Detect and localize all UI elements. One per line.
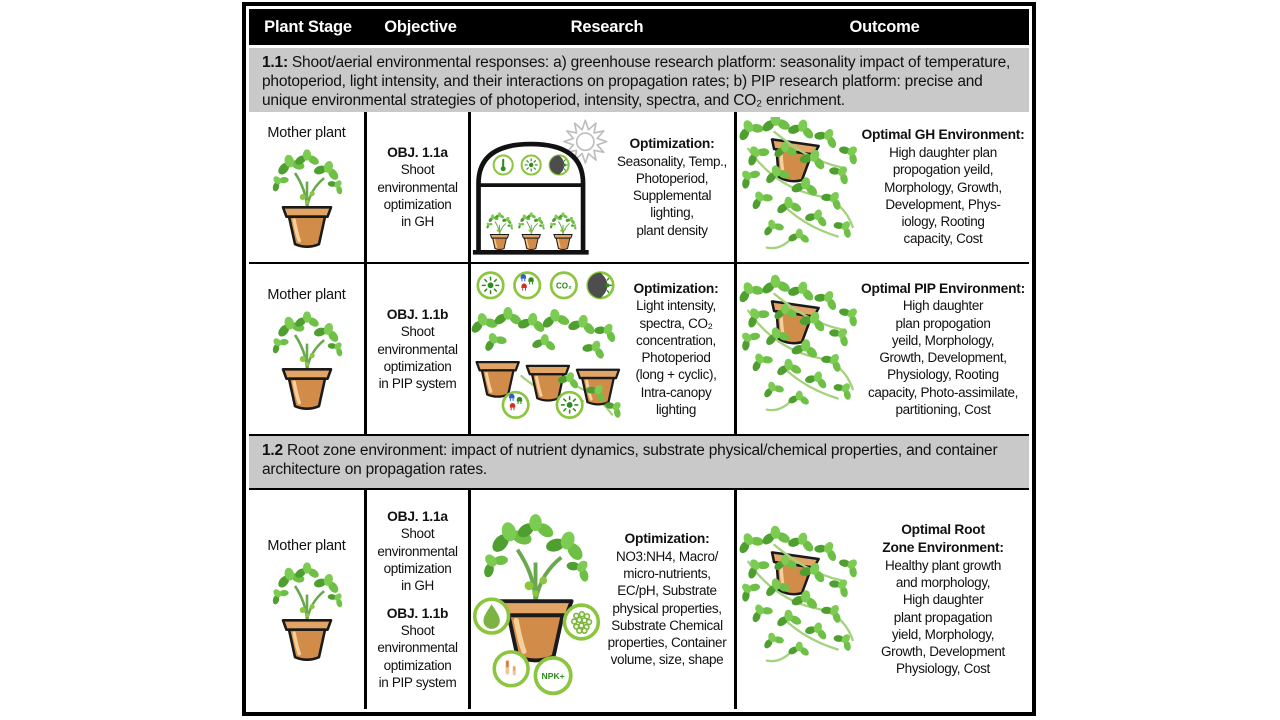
section-1-2-number: 1.2 — [262, 442, 283, 459]
ec-ph-probe-icon — [494, 651, 528, 685]
section-1-1-number: 1.1: — [262, 54, 288, 71]
objective-block-r1: OBJ. 1.1a Shoot environmental optimizati… — [377, 144, 458, 231]
co2-icon: CO₂ — [549, 271, 578, 300]
objective-title-r3b: OBJ. 1.1b — [386, 605, 449, 621]
stage-label-r2: Mother plant — [267, 287, 346, 303]
research-body-r3: NO3:NH4, Macro/ micro-nutrients, EC/pH, … — [607, 548, 727, 668]
cell-stage-r1: Mother plant — [249, 112, 364, 262]
outcome-body-r3: Healthy plant growth and morphology, Hig… — [881, 557, 1005, 677]
outcome-body-r1: High daughter plan propogation yeild, Mo… — [884, 145, 1002, 247]
mother-plant-illustration — [264, 556, 350, 664]
cell-research-r3: NPK+ Optimization: NO3:NH4, Macro/ micro… — [468, 490, 734, 709]
outcome-text-r3: Optimal Root Zone Environment: Healthy p… — [861, 519, 1029, 679]
pip-system-illustration: CO₂ — [471, 268, 621, 430]
cell-objective-r2: OBJ. 1.1b Shoot environmental optimizati… — [364, 264, 468, 434]
column-header-research: Research — [570, 17, 644, 36]
cell-objective-r3: OBJ. 1.1a Shoot environmental optimizati… — [364, 490, 468, 709]
daughter-plants-illustration-r3 — [737, 525, 863, 675]
cell-outcome-r1: Optimal GH Environment: High daughter pl… — [734, 112, 1029, 262]
table-row-obj-1-1b: Mother plant OBJ. 1.1b Shoot environment… — [249, 262, 1029, 434]
objective-block-r3a: OBJ. 1.1a Shoot environmental optimizati… — [377, 508, 458, 595]
column-header-objective: Objective — [384, 17, 457, 36]
npk-nutrients-icon: NPK+ — [533, 655, 573, 695]
outcome-title-r1: Optimal GH Environment: — [861, 127, 1025, 143]
cell-stage-r3: Mother plant — [249, 490, 364, 709]
objective-body-r3b: Shoot environmental optimization in PIP … — [377, 623, 458, 690]
research-title-r1: Optimization: — [629, 136, 715, 151]
table-row-obj-1-1a: Mother plant OBJ. 1.1a Shoot environment… — [249, 112, 1029, 262]
section-1-1-banner: 1.1:Shoot/aerial environmental responses… — [249, 45, 1029, 112]
mother-plant-illustration — [264, 305, 350, 413]
research-title-r3: Optimization: — [624, 531, 710, 547]
research-text-r1: Optimization: Seasonality, Temp., Photop… — [613, 133, 734, 241]
mother-plant-illustration — [264, 143, 350, 251]
table-header-row: Plant Stage Objective Research Outcome — [249, 9, 1029, 45]
section-1-1-description: Shoot/aerial environmental responses: a)… — [262, 54, 1011, 110]
svg-text:CO₂: CO₂ — [556, 281, 572, 290]
led-spectra-icon — [503, 392, 528, 417]
section-1-2-description: Root zone environment: impact of nutrien… — [262, 442, 998, 479]
objective-body-r1: Shoot environmental optimization in GH — [377, 162, 458, 230]
objective-block-r2: OBJ. 1.1b Shoot environmental optimizati… — [377, 306, 458, 393]
photoperiod-icon — [588, 273, 613, 298]
cell-research-r1: Optimization: Seasonality, Temp., Photop… — [468, 112, 734, 262]
greenhouse-illustration — [471, 117, 613, 257]
research-body-r2: Light intensity, spectra, CO₂ concentrat… — [635, 298, 717, 417]
daughter-plants-illustration-r2 — [737, 274, 863, 424]
stage-label-r3: Mother plant — [267, 537, 346, 554]
objective-block-r3b: OBJ. 1.1b Shoot environmental optimizati… — [377, 605, 458, 692]
research-plan-table: Plant Stage Objective Research Outcome 1… — [242, 2, 1036, 716]
section-1-1-text: 1.1:Shoot/aerial environmental responses… — [262, 53, 1019, 111]
root-zone-illustration: NPK+ — [471, 500, 603, 700]
objective-body-r2: Shoot environmental optimization in PIP … — [377, 324, 458, 392]
research-body-r1: Seasonality, Temp., Photoperiod, Supplem… — [617, 153, 727, 238]
outcome-title-r2: Optimal PIP Environment: — [861, 280, 1025, 296]
cell-stage-r2: Mother plant — [249, 264, 364, 434]
water-droplet-icon — [475, 599, 509, 633]
research-text-r2: Optimization: Light intensity, spectra, … — [621, 278, 734, 421]
cell-outcome-r3: Optimal Root Zone Environment: Healthy p… — [734, 490, 1029, 709]
svg-text:NPK+: NPK+ — [542, 670, 565, 680]
objective-title-r3a: OBJ. 1.1a — [387, 508, 448, 524]
light-intensity-icon — [557, 392, 582, 417]
light-intensity-icon — [478, 273, 503, 298]
outcome-text-r1: Optimal GH Environment: High daughter pl… — [861, 124, 1029, 249]
column-header-outcome: Outcome — [849, 17, 920, 36]
cell-outcome-r2: Optimal PIP Environment: High daughter p… — [734, 264, 1029, 434]
table-row-root-zone: Mother plant OBJ. 1.1a Shoot environment… — [249, 488, 1029, 709]
objective-body-r3a: Shoot environmental optimization in GH — [377, 526, 458, 594]
objective-title-r2: OBJ. 1.1b — [386, 306, 449, 322]
greenhouse-icon — [473, 144, 589, 252]
daughter-plants-illustration-r1 — [737, 117, 863, 257]
outcome-body-r2: High daughter plan propogation yeild, Mo… — [867, 298, 1019, 417]
cell-objective-r1: OBJ. 1.1a Shoot environmental optimizati… — [364, 112, 468, 262]
led-spectra-icon — [514, 273, 539, 298]
substrate-particles-icon — [564, 605, 598, 639]
column-header-plant-stage: Plant Stage — [264, 17, 352, 36]
research-title-r2: Optimization: — [633, 280, 719, 296]
outcome-text-r2: Optimal PIP Environment: High daughter p… — [861, 278, 1029, 421]
objective-title-r1: OBJ. 1.1a — [387, 144, 448, 160]
research-text-r3: Optimization: NO3:NH4, Macro/ micro-nutr… — [603, 528, 734, 671]
outcome-title-r3: Optimal Root Zone Environment: — [882, 522, 1004, 556]
stage-label-r1: Mother plant — [267, 125, 346, 141]
cell-research-r2: CO₂ — [468, 264, 734, 434]
